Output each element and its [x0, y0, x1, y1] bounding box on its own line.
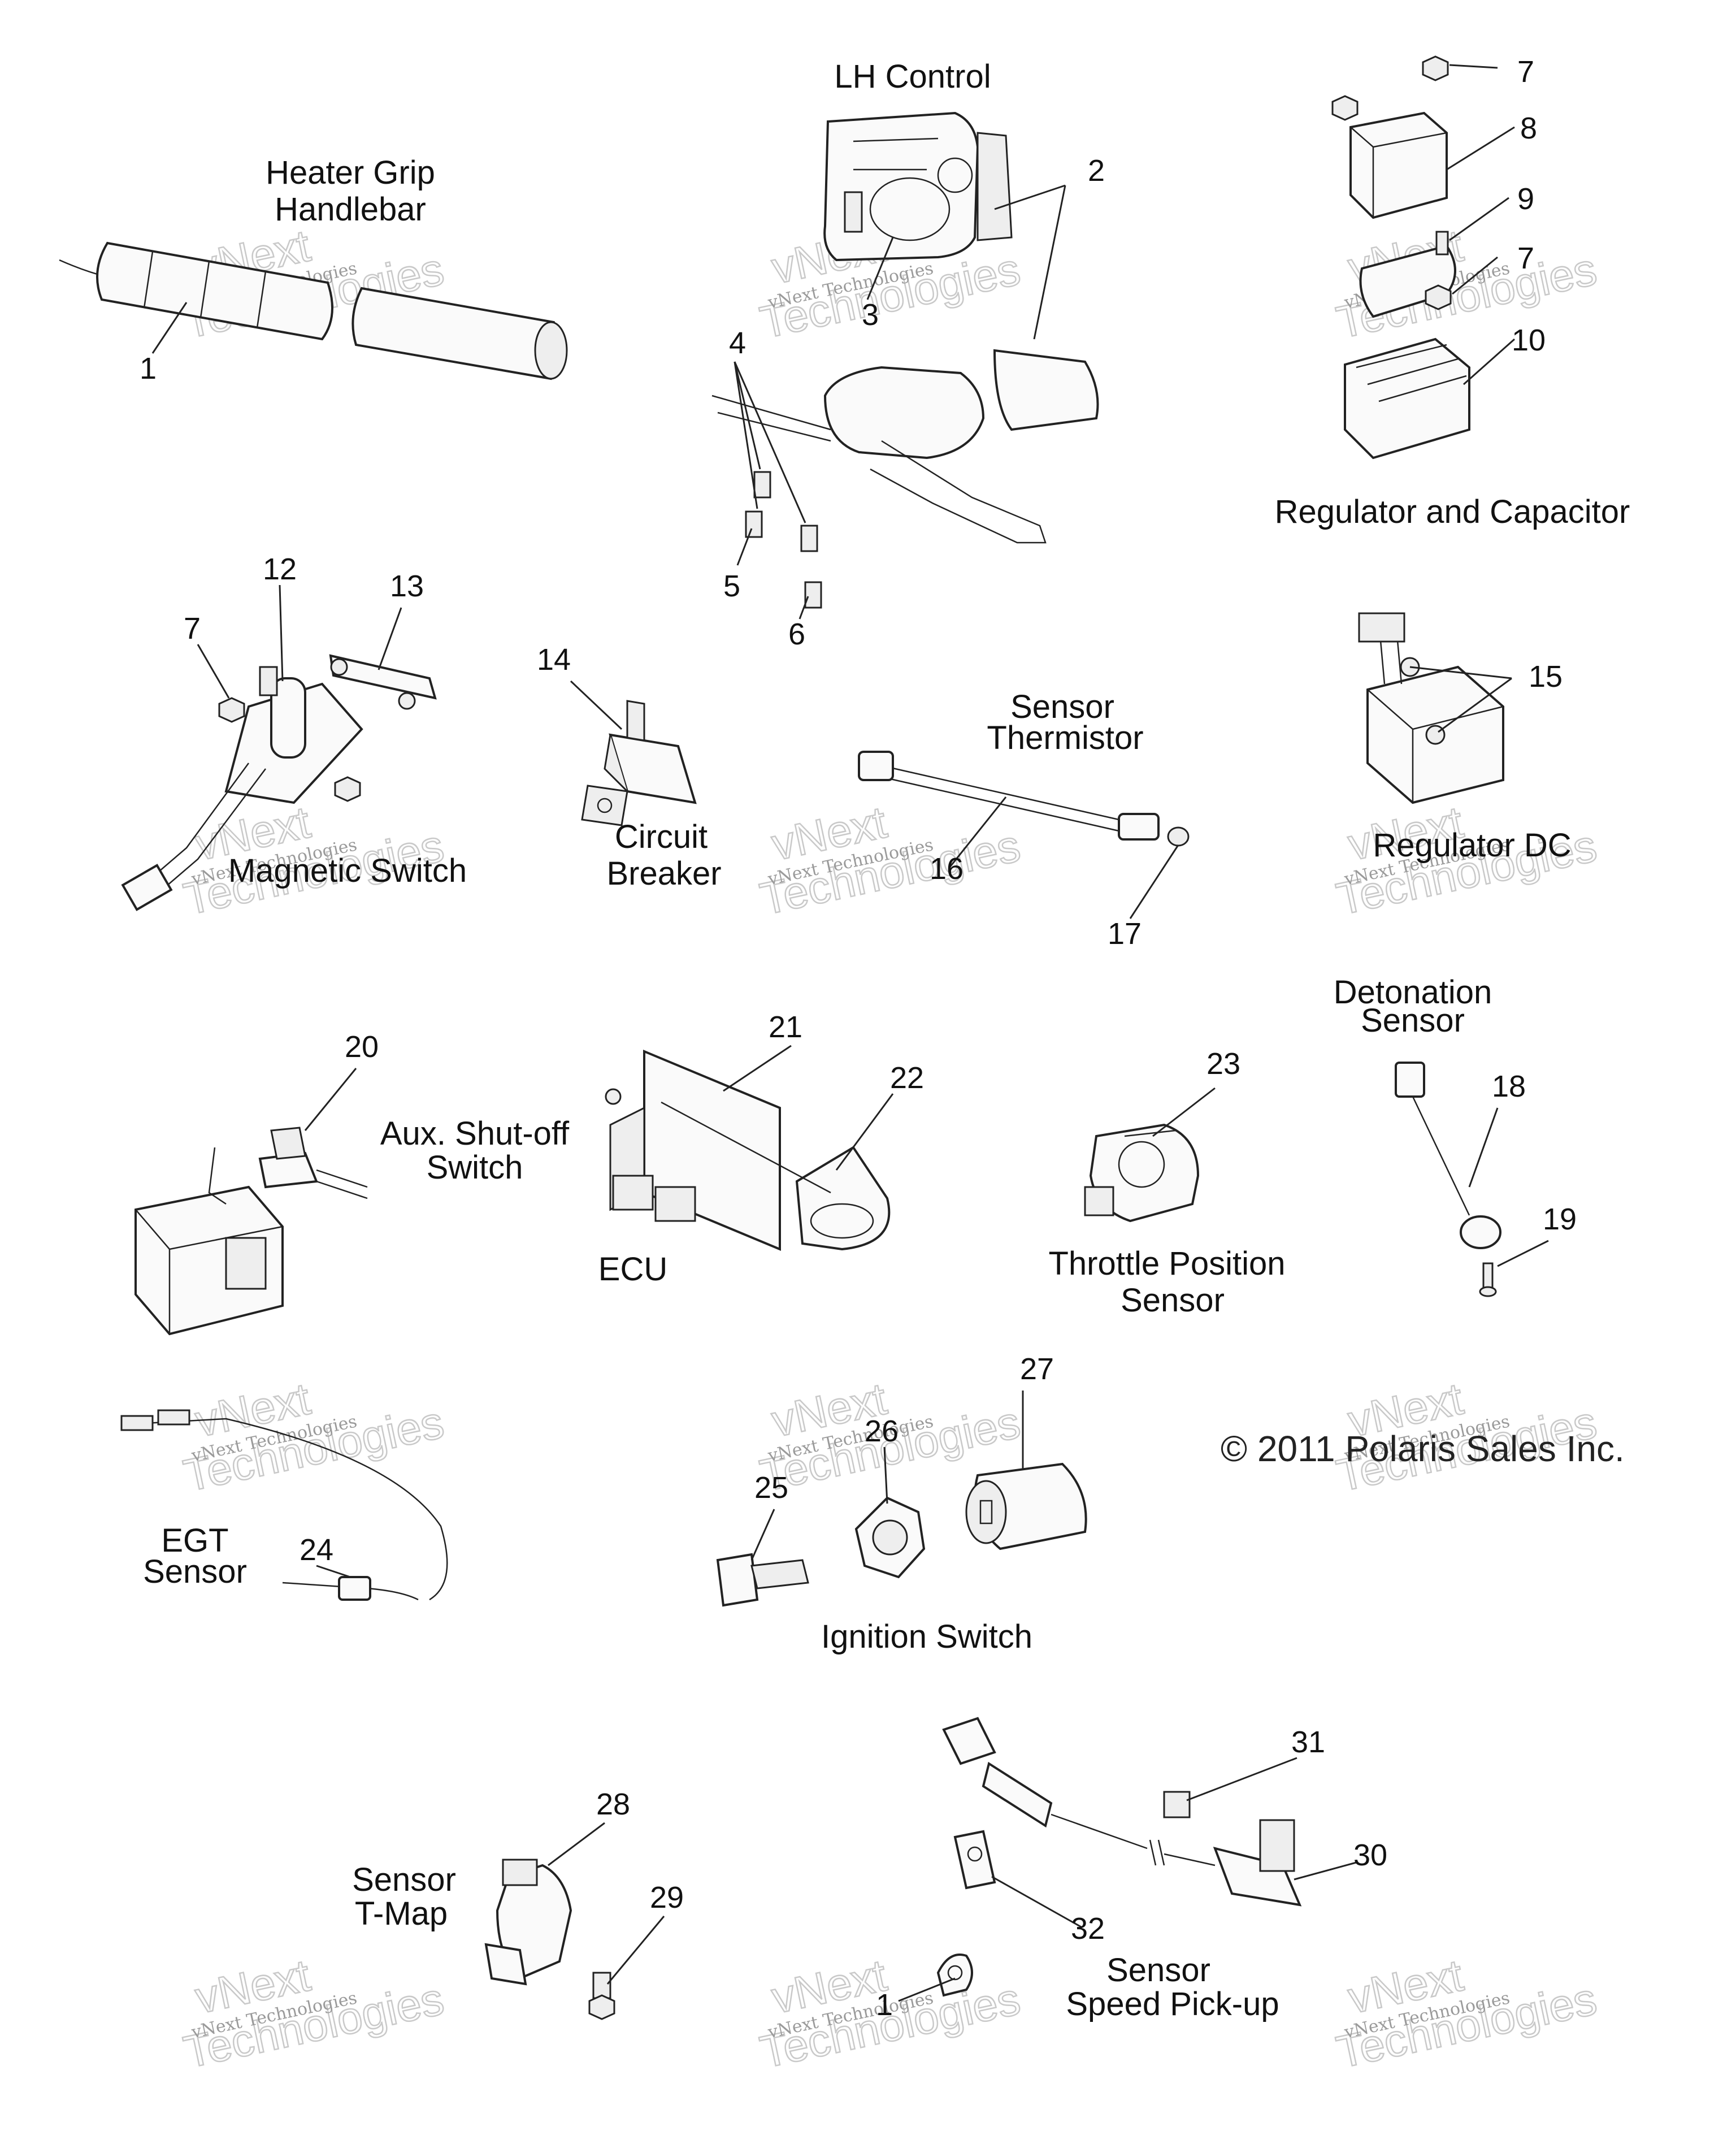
part-number: 19 [1543, 1202, 1577, 1236]
part-number: 1 [876, 1988, 893, 2022]
label-sensor-thermistor-1: Sensor [1010, 688, 1114, 725]
part-number: 9 [1517, 182, 1534, 216]
part-number: 18 [1492, 1069, 1526, 1103]
label-throttle-position-2: Sensor [1121, 1282, 1225, 1319]
sensor-tmap-drawing [484, 1859, 615, 2020]
part-number: 7 [1517, 55, 1534, 89]
part-number: 25 [754, 1471, 788, 1505]
label-aux-shutoff-2: Switch [427, 1149, 523, 1186]
ignition-switch-drawing [716, 1462, 1087, 1607]
label-lh-control: LH Control [834, 58, 991, 95]
magnetic-switch-drawing [121, 654, 437, 911]
label-ignition-switch: Ignition Switch [821, 1618, 1032, 1655]
egt-sensor-drawing [120, 1409, 448, 1601]
label-throttle-position-1: Throttle Position [1048, 1245, 1285, 1282]
label-regulator-dc: Regulator DC [1373, 827, 1571, 864]
throttle-position-drawing [1084, 1123, 1200, 1223]
part-number: 26 [865, 1414, 899, 1448]
circuit-breaker-drawing [581, 700, 697, 826]
part-number: 1 [140, 352, 157, 386]
watermark: vNext Technologies vNext Technologies [179, 796, 449, 925]
part-number: 27 [1020, 1352, 1054, 1386]
detonation-sensor-drawing [1395, 1062, 1501, 1297]
label-heater-grip-1: Heater Grip [266, 154, 435, 191]
label-magnetic-switch: Magnetic Switch [228, 852, 467, 889]
part-number: 7 [1517, 241, 1534, 275]
part-number: 17 [1108, 917, 1142, 951]
watermark: vNext Technologies vNext Technologies [755, 796, 1025, 925]
regulator-capacitor-drawing [1331, 55, 1470, 460]
part-number: 31 [1291, 1725, 1325, 1759]
heater-grip-drawing [59, 241, 568, 380]
label-heater-grip-2: Handlebar [275, 191, 426, 228]
watermark: vNext Technologies vNext Technologies [179, 1949, 449, 2078]
part-number: 5 [723, 569, 740, 603]
watermark: vNext Technologies vNext Technologies [1331, 1949, 1602, 2078]
label-ecu: ECU [598, 1251, 667, 1288]
label-sensor-speed-2: Speed Pick-up [1066, 1986, 1279, 2022]
label-egt-2: Sensor [143, 1553, 247, 1590]
part-number: 13 [390, 569, 424, 603]
label-circuit-breaker-2: Breaker [606, 855, 721, 892]
watermark: vNext Technologies vNext Technologies [179, 1372, 449, 1501]
part-number: 4 [729, 326, 746, 360]
label-circuit-breaker-1: Circuit [615, 818, 708, 855]
label-sensor-thermistor-2: Thermistor [987, 720, 1143, 756]
aux-shutoff-drawing [134, 1127, 368, 1336]
part-number: 21 [769, 1010, 802, 1044]
part-number: 32 [1071, 1912, 1105, 1946]
part-number: 2 [1088, 154, 1105, 188]
sensor-speed-drawing [936, 1717, 1302, 1997]
label-aux-shutoff-1: Aux. Shut-off [380, 1115, 570, 1152]
part-number: 7 [184, 612, 201, 646]
section-labels: Heater Grip Handlebar LH Control Regulat… [143, 58, 1630, 2022]
part-number: 3 [862, 298, 879, 332]
label-sensor-tmap-1: Sensor [352, 1861, 456, 1898]
part-number: 10 [1512, 323, 1546, 357]
part-number: 12 [263, 552, 297, 586]
part-number: 16 [930, 852, 964, 886]
label-sensor-tmap-2: T-Map [355, 1895, 448, 1932]
copyright-text: © 2011 Polaris Sales Inc. [1221, 1428, 1625, 1469]
bolt-icon [745, 471, 822, 609]
ecu-drawing [605, 1050, 891, 1251]
label-egt-1: EGT [161, 1522, 228, 1559]
watermark: vNext Technologies vNext Technologies [1331, 1372, 1602, 1501]
part-number: 23 [1206, 1047, 1240, 1081]
part-number: 24 [300, 1533, 333, 1567]
part-number: 28 [596, 1787, 630, 1821]
label-sensor-speed-1: Sensor [1106, 1952, 1210, 1989]
leader-lines [151, 64, 1549, 2002]
part-number: 6 [788, 617, 805, 651]
part-number: 14 [537, 643, 571, 677]
label-detonation-2: Sensor [1361, 1002, 1465, 1039]
part-number: 20 [345, 1030, 379, 1064]
sensor-thermistor-drawing [858, 751, 1190, 847]
part-numbers: 1 2 3 4 5 6 7 8 9 7 10 12 7 13 14 15 16 … [140, 55, 1577, 2022]
part-number: 29 [650, 1881, 684, 1915]
part-number: 15 [1529, 660, 1563, 694]
label-regulator-capacitor: Regulator and Capacitor [1275, 493, 1630, 530]
lh-control-drawing [711, 111, 1099, 609]
part-number: 8 [1520, 111, 1537, 145]
label-detonation-1: Detonation [1334, 974, 1492, 1011]
regulator-dc-drawing [1358, 612, 1504, 804]
part-number: 22 [890, 1061, 924, 1095]
part-number: 30 [1353, 1838, 1387, 1872]
